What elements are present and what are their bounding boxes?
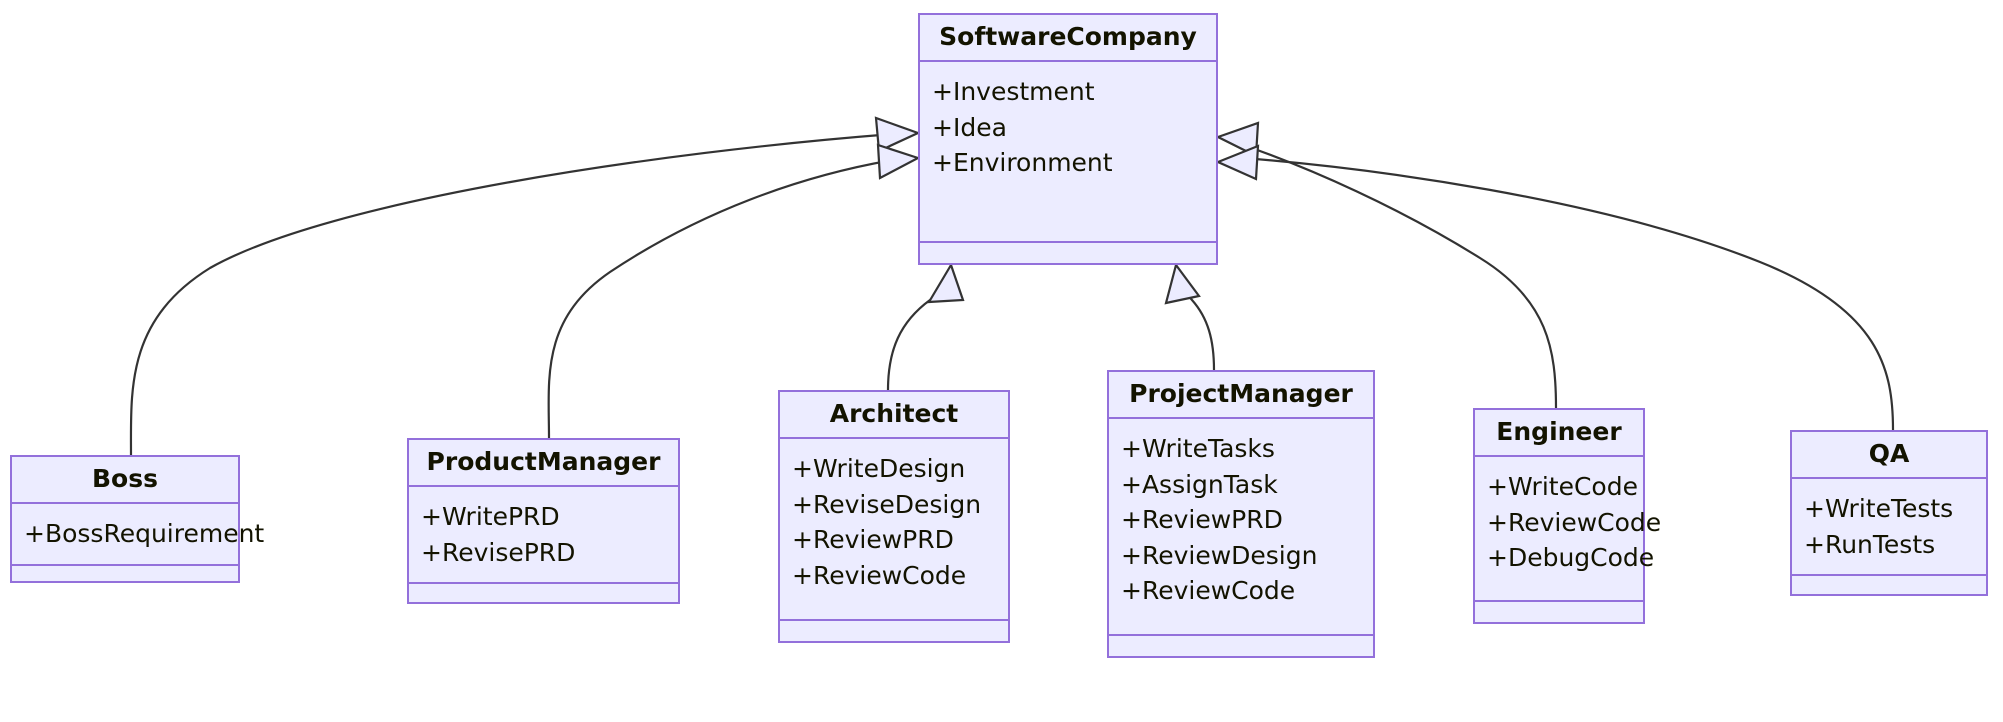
class-title-qa: QA bbox=[1792, 432, 1986, 480]
class-title-boss: Boss bbox=[12, 457, 238, 505]
class-attribute: +ReviewCode bbox=[1121, 576, 1296, 606]
class-attributes-architect: +WriteDesign +ReviseDesign +ReviewPRD +R… bbox=[780, 439, 1008, 621]
class-title-product-manager: ProductManager bbox=[409, 440, 678, 488]
class-attribute: +ReviewCode bbox=[792, 560, 967, 590]
class-attributes-boss: +BossRequirement bbox=[12, 504, 265, 566]
class-attributes-product-manager: +WritePRD +RevisePRD bbox=[409, 487, 678, 585]
arrowhead-qa bbox=[1215, 144, 1260, 181]
arrowhead-productmanager bbox=[876, 143, 921, 180]
class-attribute: +RunTests bbox=[1804, 529, 1936, 559]
class-attribute: +ReviseDesign bbox=[792, 489, 982, 519]
class-attribute: +AssignTask bbox=[1121, 469, 1278, 499]
class-methods-product-manager bbox=[409, 584, 678, 604]
class-box-software-company[interactable]: SoftwareCompany +Investment +Idea +Envir… bbox=[918, 13, 1218, 265]
class-attributes-engineer: +WriteCode +ReviewCode +DebugCode bbox=[1475, 457, 1662, 602]
class-attribute: +WriteCode bbox=[1487, 472, 1638, 502]
class-methods-project-manager bbox=[1109, 636, 1373, 656]
class-attributes-software-company: +Investment +Idea +Environment bbox=[920, 62, 1216, 243]
class-box-boss[interactable]: Boss +BossRequirement bbox=[10, 455, 265, 586]
class-box-engineer[interactable]: Engineer +WriteCode +ReviewCode +DebugCo… bbox=[1473, 408, 1662, 624]
class-methods-software-company bbox=[920, 243, 1216, 263]
class-attribute: +DebugCode bbox=[1487, 543, 1655, 573]
class-attribute: +ReviewPRD bbox=[1121, 505, 1283, 535]
class-box-project-manager[interactable]: ProjectManager +WriteTasks +AssignTask +… bbox=[1107, 370, 1375, 658]
class-methods-qa bbox=[1792, 576, 1986, 596]
class-methods-architect bbox=[780, 621, 1008, 641]
class-box-product-manager[interactable]: ProductManager +WritePRD +RevisePRD bbox=[407, 438, 680, 604]
class-attribute: +ReviewDesign bbox=[1121, 540, 1318, 570]
class-attribute: +Environment bbox=[932, 148, 1113, 178]
class-attribute: +WriteTests bbox=[1804, 494, 1954, 524]
class-title-project-manager: ProjectManager bbox=[1109, 372, 1373, 420]
class-title-software-company: SoftwareCompany bbox=[920, 15, 1216, 63]
class-title-engineer: Engineer bbox=[1475, 410, 1643, 458]
class-attribute: +Investment bbox=[932, 77, 1095, 107]
class-attribute: +ReviewCode bbox=[1487, 507, 1662, 537]
class-attributes-qa: +WriteTests +RunTests bbox=[1792, 479, 1986, 577]
class-attribute: +RevisePRD bbox=[421, 537, 576, 567]
class-attribute: +Idea bbox=[932, 112, 1007, 142]
class-attributes-project-manager: +WriteTasks +AssignTask +ReviewPRD +Revi… bbox=[1109, 419, 1373, 636]
class-methods-engineer bbox=[1475, 602, 1643, 622]
class-attribute: +WriteTasks bbox=[1121, 434, 1275, 464]
edge-projectmanager-to-softwarecompany bbox=[1179, 283, 1216, 371]
arrowhead-projectmanager bbox=[1164, 262, 1201, 305]
class-attribute: +ReviewPRD bbox=[792, 525, 954, 555]
class-box-qa[interactable]: QA +WriteTests +RunTests bbox=[1790, 430, 1988, 596]
edge-architect-to-softwarecompany bbox=[886, 283, 948, 391]
arrowhead-engineer bbox=[1215, 121, 1260, 158]
edge-engineer-to-softwarecompany bbox=[1242, 143, 1558, 409]
arrowhead-architect bbox=[926, 262, 965, 304]
class-title-architect: Architect bbox=[780, 392, 1008, 440]
class-methods-boss bbox=[12, 566, 238, 586]
class-attribute: +WritePRD bbox=[421, 502, 560, 532]
class-attribute: +BossRequirement bbox=[24, 519, 265, 549]
class-box-architect[interactable]: Architect +WriteDesign +ReviseDesign +Re… bbox=[778, 390, 1010, 643]
arrowhead-boss bbox=[874, 116, 921, 153]
class-attribute: +WriteDesign bbox=[792, 454, 966, 484]
